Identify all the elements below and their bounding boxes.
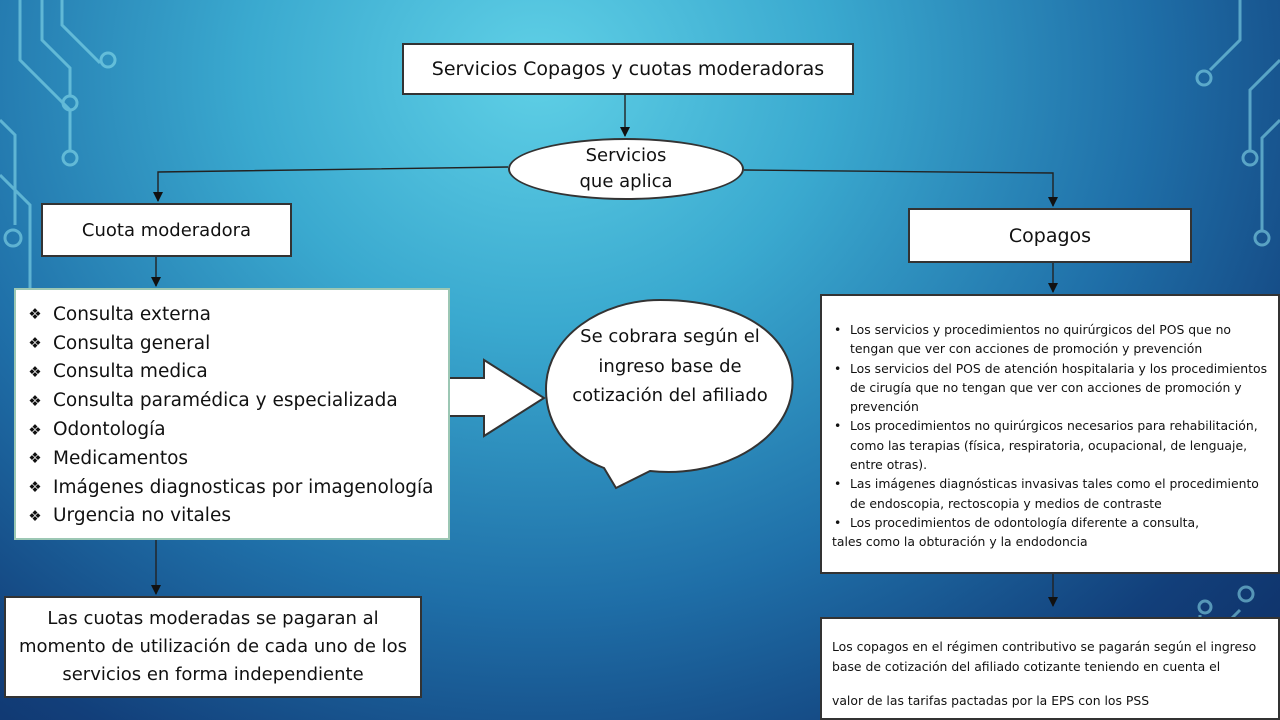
block-arrow-icon	[445, 358, 546, 438]
bullet-icon: •	[834, 514, 842, 530]
list-item: ❖ Consulta general	[24, 329, 448, 358]
list-item-text: Odontología	[53, 419, 166, 441]
list-item-text: Consulta externa	[53, 303, 211, 325]
list-item-text: Los procedimientos no quirúrgicos necesa…	[850, 418, 1258, 473]
list-item: ❖ Consulta paramédica y especializada	[24, 386, 448, 415]
edge-center-to-copagos	[743, 169, 1058, 207]
list-item: ❖ Imágenes diagnosticas por imagenología	[24, 473, 448, 502]
list-item-continuation: tales como la obturación y la endodoncia	[832, 534, 1088, 550]
speech-bubble	[544, 298, 794, 490]
copagos-footer-node: Los copagos en el régimen contributivo s…	[820, 617, 1280, 720]
list-item: • Las imágenes diagnósticas invasivas tal…	[832, 474, 1268, 513]
copagos-node: Copagos	[908, 208, 1192, 263]
diamond-bullet-icon: ❖	[28, 362, 42, 381]
list-item-text: Consulta paramédica y especializada	[53, 390, 398, 412]
list-item-text: Los servicios del POS de atención hospit…	[850, 360, 1268, 415]
cuota-moderadora-node: Cuota moderadora	[41, 203, 292, 257]
copagos-footer-line2: valor de las tarifas pactadas por la EPS…	[832, 693, 1150, 708]
cuota-footer-node: Las cuotas moderadas se pagaran al momen…	[4, 596, 422, 698]
list-item: ❖ Odontología	[24, 415, 448, 444]
list-item-text: Consulta medica	[53, 361, 208, 383]
list-item: ❖ Medicamentos	[24, 444, 448, 473]
list-item-text: Urgencia no vitales	[53, 505, 231, 527]
list-item-text: Los servicios y procedimientos no quirúr…	[850, 322, 1232, 357]
diamond-bullet-icon: ❖	[28, 478, 42, 497]
list-item: ❖ Consulta externa	[24, 300, 448, 329]
bullet-icon: •	[834, 418, 842, 434]
bullet-icon: •	[834, 322, 842, 337]
bullet-icon: •	[834, 476, 842, 492]
cuota-moderadora-label: Cuota moderadora	[81, 219, 252, 241]
diamond-bullet-icon: ❖	[28, 334, 42, 353]
callout-text: Se cobrara según el ingreso base de coti…	[572, 326, 768, 406]
cuota-services-list: ❖ Consulta externa ❖ Consulta general ❖ Con…	[14, 288, 450, 540]
list-item: • Los procedimientos de odontología difer…	[832, 513, 1268, 532]
list-item: • Los procedimientos no quirúrgicos neces…	[832, 416, 1268, 474]
list-item: • Los servicios y procedimientos no quirú…	[832, 320, 1268, 359]
diamond-bullet-icon: ❖	[28, 391, 42, 410]
list-item: ❖ Urgencia no vitales	[24, 502, 448, 531]
list-item-text: Medicamentos	[53, 447, 189, 469]
cuota-footer-text: Las cuotas moderadas se pagaran al momen…	[18, 608, 408, 685]
center-node-text: Servicios que aplica	[579, 145, 673, 192]
edge-center-to-cuota	[153, 166, 509, 202]
list-item-text: Las imágenes diagnósticas invasivas tale…	[850, 476, 1259, 511]
diamond-bullet-icon: ❖	[28, 420, 42, 439]
copagos-label: Copagos	[1008, 224, 1092, 247]
title-node: Servicios Copagos y cuotas moderadoras	[402, 43, 854, 95]
list-item-text: Imágenes diagnosticas por imagenología	[53, 476, 434, 498]
title-text: Servicios Copagos y cuotas moderadoras	[431, 58, 825, 80]
center-node: Servicios que aplica	[508, 138, 744, 200]
list-item: • Los servicios del POS de atención hospi…	[832, 359, 1268, 417]
bullet-icon: •	[834, 360, 842, 376]
diamond-bullet-icon: ❖	[28, 506, 42, 525]
list-item: ❖ Consulta medica	[24, 358, 448, 387]
list-item-text: Consulta general	[53, 332, 211, 354]
copagos-services-list: • Los servicios y procedimientos no quirú…	[820, 294, 1280, 574]
diamond-bullet-icon: ❖	[28, 305, 42, 324]
diamond-bullet-icon: ❖	[28, 449, 42, 468]
list-item-text: Los procedimientos de odontología difere…	[850, 514, 1200, 530]
copagos-footer-line1: Los copagos en el régimen contributivo s…	[832, 639, 1257, 674]
